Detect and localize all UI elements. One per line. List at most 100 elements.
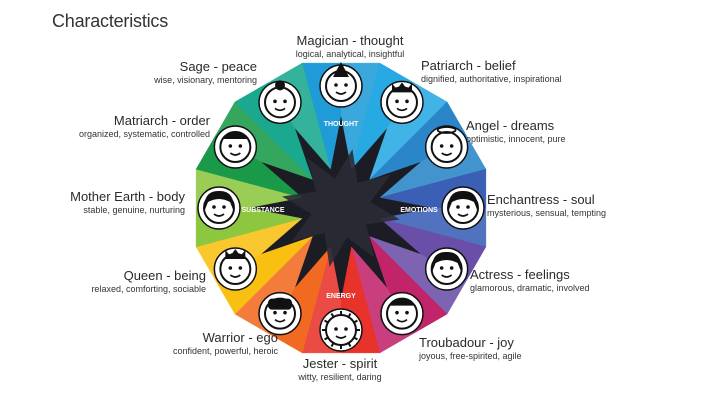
mother-earth-face-icon <box>197 186 241 230</box>
icon-eye <box>334 83 338 87</box>
archetype-traits: stable, genuine, nurturing <box>83 204 185 215</box>
icon-face <box>430 131 463 163</box>
icon-bun <box>275 80 285 91</box>
icon-hair <box>203 190 235 212</box>
icon-mouth <box>213 213 225 217</box>
icon-cap <box>222 132 249 139</box>
archetype-traits: joyous, free-spirited, agile <box>419 350 522 361</box>
archetype-traits: glamorous, dramatic, involved <box>470 282 590 293</box>
icon-crown <box>225 249 246 259</box>
label-angel: Angel - dreams optimistic, innocent, pur… <box>466 118 566 144</box>
actress-face-icon <box>424 247 469 291</box>
label-sage: Sage - peace wise, visionary, mentoring <box>154 59 257 85</box>
icon-eye <box>405 310 409 315</box>
icon-eye <box>395 310 399 315</box>
label-jester: Jester - spirit witty, resilient, daring <box>260 356 420 382</box>
archetype-traits: logical, analytical, insightful <box>295 48 405 59</box>
quadrant-label: SUBSTANCE <box>241 207 284 214</box>
icon-eye <box>449 144 454 148</box>
icon-eye <box>238 266 243 270</box>
archetype-name: Mother Earth - body <box>70 189 185 204</box>
queen-face-icon <box>213 247 258 291</box>
label-patriarch: Patriarch - belief dignified, authoritat… <box>421 58 562 84</box>
icon-face <box>325 314 357 346</box>
icon-eye <box>273 99 277 104</box>
icon-mouth <box>274 319 286 323</box>
icon-ray <box>330 341 335 347</box>
label-queen: Queen - being relaxed, comforting, socia… <box>91 268 206 294</box>
icon-eye <box>212 205 216 209</box>
label-enchantress: Enchantress - soul mysterious, sensual, … <box>487 192 607 218</box>
label-matriarch: Matriarch - order organized, systematic,… <box>78 113 210 139</box>
icon-mouth <box>335 335 347 339</box>
icon-eye <box>273 310 277 315</box>
icon-mouth <box>229 274 241 278</box>
archetype-traits: mysterious, sensual, tempting <box>487 207 607 218</box>
icon-eye <box>466 205 470 209</box>
troubadour-face-icon <box>380 291 424 336</box>
archetype-traits: organized, systematic, controlled <box>78 128 210 139</box>
matriarch-face-icon <box>213 125 258 169</box>
icon-mouth <box>229 152 241 156</box>
angel-face-icon <box>424 125 469 169</box>
jester-sun-icon <box>319 308 363 352</box>
icon-eye <box>228 144 233 148</box>
center-star <box>249 116 433 300</box>
icon-mouth <box>396 319 408 323</box>
icon-eye <box>439 144 444 148</box>
archetype-name: Matriarch - order <box>113 113 210 128</box>
quadrant-label: EMOTIONS <box>400 207 438 214</box>
label-mother-earth: Mother Earth - body stable, genuine, nur… <box>70 189 185 215</box>
icon-eye <box>456 205 460 209</box>
icon-helmet <box>268 298 292 310</box>
icon-eye <box>405 99 409 104</box>
icon-hair <box>447 190 479 212</box>
page-title: Characteristics <box>52 11 169 31</box>
archetype-traits: witty, resilient, daring <box>298 371 382 382</box>
archetype-name: Magician - thought <box>296 33 404 48</box>
icon-face <box>264 86 296 119</box>
enchantress-face-icon <box>441 186 485 230</box>
archetype-traits: confident, powerful, heroic <box>172 345 278 356</box>
icon-eye <box>344 83 348 87</box>
icon-eye <box>222 205 226 209</box>
icon-eye <box>439 266 444 270</box>
label-magician: Magician - thought logical, analytical, … <box>270 33 430 59</box>
archetype-name: Jester - spirit <box>302 356 378 371</box>
icon-mouth <box>335 91 347 95</box>
center-star-inner <box>282 149 400 267</box>
icon-hair <box>431 251 462 273</box>
icon-mouth <box>441 152 453 156</box>
quadrant-label: ENERGY <box>326 293 356 300</box>
icon-eye <box>228 266 233 270</box>
icon-mouth <box>457 213 469 217</box>
icon-eye <box>283 310 287 315</box>
icon-ray <box>352 336 358 341</box>
icon-ray <box>324 319 330 324</box>
archetype-traits: relaxed, comforting, sociable <box>91 283 206 294</box>
sage-face-icon <box>258 80 302 125</box>
label-warrior: Warrior - ego confident, powerful, heroi… <box>172 330 278 356</box>
icon-eye <box>449 266 454 270</box>
icon-hat <box>333 62 349 77</box>
icon-eye <box>344 327 348 331</box>
icon-ray <box>352 319 358 324</box>
quadrant-label: THOUGHT <box>324 121 359 128</box>
icon-eye <box>334 327 338 331</box>
icon-eye <box>283 99 287 104</box>
icon-mouth <box>441 274 453 278</box>
archetype-icons <box>197 62 485 352</box>
archetype-traits: optimistic, innocent, pure <box>466 133 566 144</box>
icon-halo <box>436 126 457 134</box>
archetype-name: Troubadour - joy <box>419 335 514 350</box>
archetype-traits: wise, visionary, mentoring <box>154 74 257 85</box>
icon-ray <box>324 336 330 341</box>
archetype-name: Enchantress - soul <box>487 192 595 207</box>
archetype-name: Patriarch - belief <box>421 58 516 73</box>
icon-ray <box>330 313 335 319</box>
king-face-icon <box>380 80 424 125</box>
icon-ray <box>347 313 352 319</box>
label-troubadour: Troubadour - joy joyous, free-spirited, … <box>419 335 522 361</box>
archetype-name: Actress - feelings <box>470 267 570 282</box>
